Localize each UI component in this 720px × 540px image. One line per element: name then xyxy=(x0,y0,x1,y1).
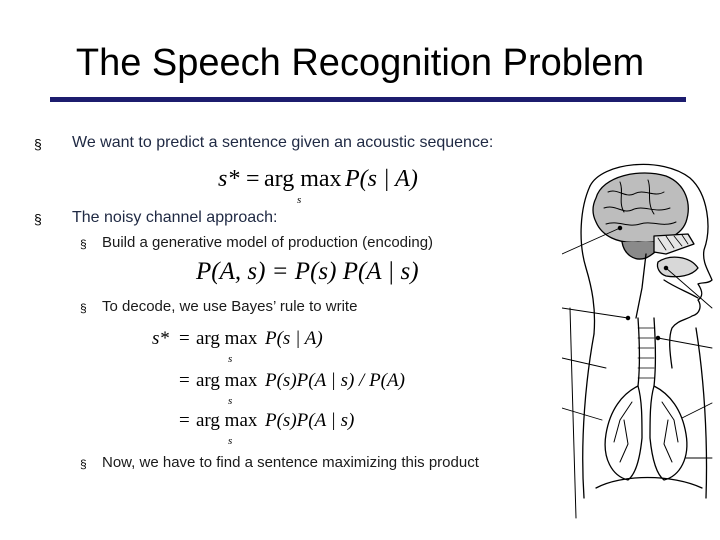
speech-anatomy-diagram-icon xyxy=(562,163,713,519)
eq1-argmax: arg max xyxy=(264,166,342,192)
eq3-argmax-3: arg max xyxy=(196,410,258,431)
eq3-argmax-2: arg max xyxy=(196,370,258,391)
equation-2: P(A, s) = P(s) P(A | s) xyxy=(196,258,419,286)
sub-bullet-text-1: Build a generative model of production (… xyxy=(102,234,434,251)
sub-bullet-marker: § xyxy=(80,457,87,471)
sub-bullet-text-3: Now, we have to find a sentence maximizi… xyxy=(102,454,479,471)
eq1-lhs: s* xyxy=(218,166,240,192)
bullet-marker: § xyxy=(34,136,42,152)
slide-title: The Speech Recognition Problem xyxy=(75,42,645,84)
eq1-sub: s xyxy=(297,194,302,206)
bullet-text-2: The noisy channel approach: xyxy=(72,209,278,226)
eq3-rhs-2: P(s)P(A | s) / P(A) xyxy=(265,370,405,391)
eq1-rel: = xyxy=(246,166,260,192)
eq3-rhs-3: P(s)P(A | s) xyxy=(265,410,355,431)
eq3-sub-3: s xyxy=(228,435,233,447)
eq3-lhs-1: s* xyxy=(152,328,169,349)
eq3-rel-2: = xyxy=(179,370,190,391)
sub-bullet-text-2: To decode, we use Bayes’ rule to write xyxy=(102,298,358,315)
sub-bullet-marker: § xyxy=(80,301,87,315)
bullet-marker: § xyxy=(34,211,42,227)
title-rule xyxy=(50,97,686,102)
bullet-text-1: We want to predict a sentence given an a… xyxy=(72,134,494,151)
eq3-rel-1: = xyxy=(179,328,190,349)
eq3-rel-3: = xyxy=(179,410,190,431)
eq3-sub-1: s xyxy=(228,353,233,365)
eq2-text: P(A, s) = P(s) P(A | s) xyxy=(196,258,419,285)
eq3-sub-2: s xyxy=(228,395,233,407)
eq3-argmax-1: arg max xyxy=(196,328,258,349)
eq3-rhs-1: P(s | A) xyxy=(265,328,323,349)
sub-bullet-marker: § xyxy=(80,237,87,251)
eq1-rhs: P(s | A) xyxy=(345,166,418,192)
